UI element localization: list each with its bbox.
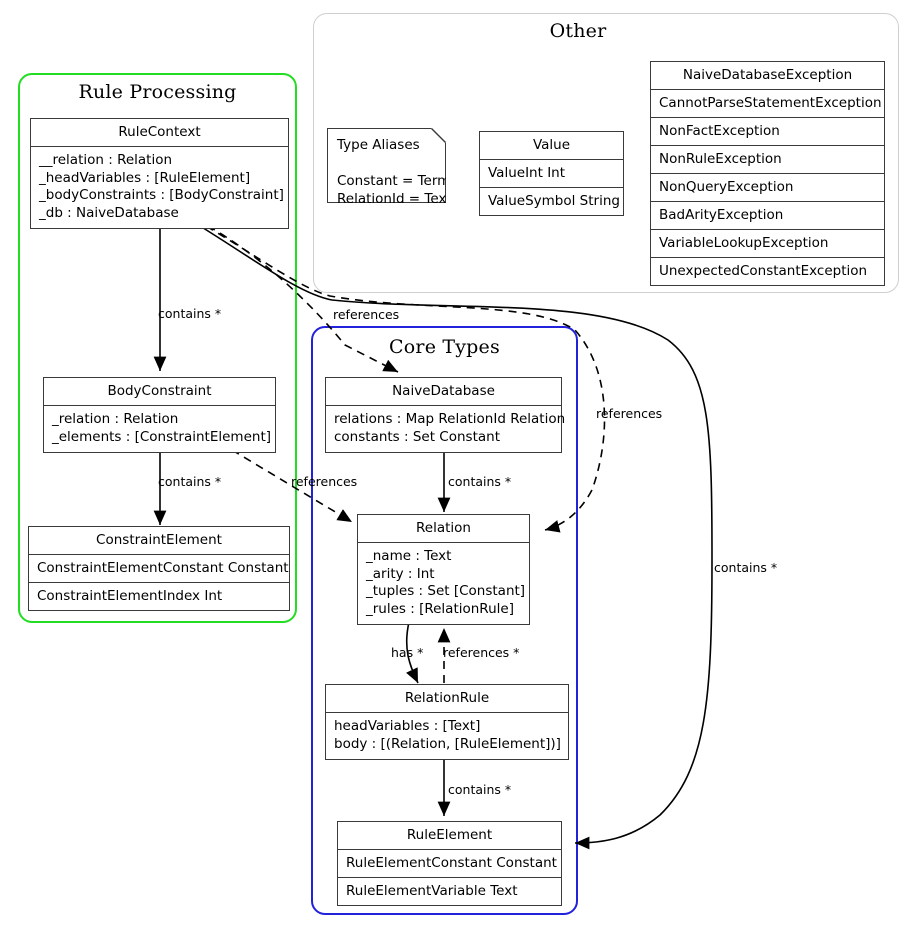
note-type-aliases-text: Type Aliases Constant = Term RelationId … [327,128,446,203]
edge-label-naivedatabase-relation: contains * [448,474,512,489]
class-rule-element-row-1: RuleElementVariable Text [346,883,518,899]
class-value-row-1: ValueSymbol String [488,193,620,209]
edge-label-relationrule-ruleelement: contains * [448,782,512,797]
class-relation-rule-attributes: headVariables : [Text] body : [(Relation… [334,718,561,752]
class-relation-name: Relation [358,515,529,543]
note-fold-icon [431,128,446,143]
package-core-types-title: Core Types [389,336,500,358]
class-rule-element[interactable]: RuleElement RuleElementConstant Constant… [337,821,562,906]
class-rule-context-attributes: __relation : Relation _headVariables : [… [39,152,284,221]
class-constraint-element-row-0: ConstraintElementConstant Constant [29,555,289,583]
class-body-constraint-attributes: _relation : Relation _elements : [Constr… [52,411,271,445]
class-relation-attributes: _name : Text _arity : Int _tuples : Set … [366,548,526,617]
package-other-title: Other [549,20,607,42]
note-type-aliases[interactable]: Type Aliases Constant = Term RelationId … [327,128,446,203]
class-rule-element-name: RuleElement [338,822,561,850]
class-constraint-element-name: ConstraintElement [29,527,289,555]
class-exception-row-6: UnexpectedConstantException [659,263,868,279]
class-exception-row-0: CannotParseStatementException [651,90,884,118]
class-value[interactable]: Value ValueInt Int ValueSymbol String [479,131,624,216]
edge-label-rulecontext-bodyconstraint: contains * [158,306,222,321]
class-exception-row-4: BadArityException [651,202,884,230]
class-rule-context-name: RuleContext [31,119,288,147]
class-naive-database-exception[interactable]: NaiveDatabaseException CannotParseStatem… [650,61,885,286]
edge-label-rulecontext-relation: references [596,406,663,421]
class-constraint-element[interactable]: ConstraintElement ConstraintElementConst… [28,526,290,611]
class-exception-row-2: NonRuleException [651,146,884,174]
class-exception-row-5: VariableLookupException [651,230,884,258]
class-naive-database-attributes: relations : Map RelationId Relation cons… [334,411,566,445]
edge-label-relationrule-relation: references * [443,645,520,660]
class-constraint-element-row-1: ConstraintElementIndex Int [37,588,223,604]
edge-label-bodyconstraint-constraintelement: contains * [158,474,222,489]
edge-label-rulecontext-naivedatabase: references [333,307,400,322]
class-relation[interactable]: Relation _name : Text _arity : Int _tupl… [357,514,530,625]
class-value-name: Value [480,132,623,160]
class-relation-rule[interactable]: RelationRule headVariables : [Text] body… [325,684,569,760]
class-naive-database-name: NaiveDatabase [326,378,561,406]
class-naive-database[interactable]: NaiveDatabase relations : Map RelationId… [325,377,566,453]
edge-label-rulecontext-ruleelement: contains * [714,560,778,575]
class-exception-row-3: NonQueryException [651,174,884,202]
class-rule-element-row-0: RuleElementConstant Constant [338,850,561,878]
class-value-row-0: ValueInt Int [480,160,623,188]
class-rule-context[interactable]: RuleContext __relation : Relation _headV… [30,118,289,229]
edge-label-relation-relationrule: has * [391,645,424,660]
class-body-constraint-name: BodyConstraint [44,378,275,406]
class-body-constraint[interactable]: BodyConstraint _relation : Relation _ele… [43,377,276,453]
edge-label-bodyconstraint-relation: references [291,474,358,489]
class-relation-rule-name: RelationRule [326,685,568,713]
class-exception-row-1: NonFactException [651,118,884,146]
class-naive-database-exception-name: NaiveDatabaseException [651,62,884,90]
package-rule-processing-title: Rule Processing [78,81,237,103]
